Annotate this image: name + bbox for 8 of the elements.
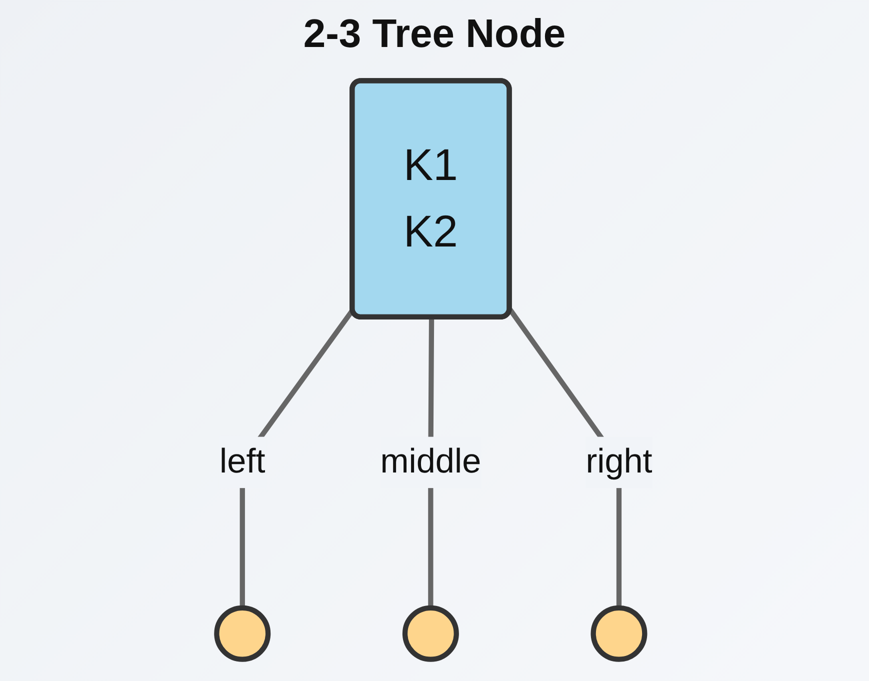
edge-label: middle [380,444,482,482]
tree-node-diagram: left middle right K1 K2 [8,67,861,673]
node-circle [402,605,459,662]
diagram-title: 2-3 Tree Node [303,12,566,57]
node-circle [590,605,648,662]
edge-label: left [220,444,266,482]
edge-label: right [586,444,652,482]
node-circle [214,605,271,662]
